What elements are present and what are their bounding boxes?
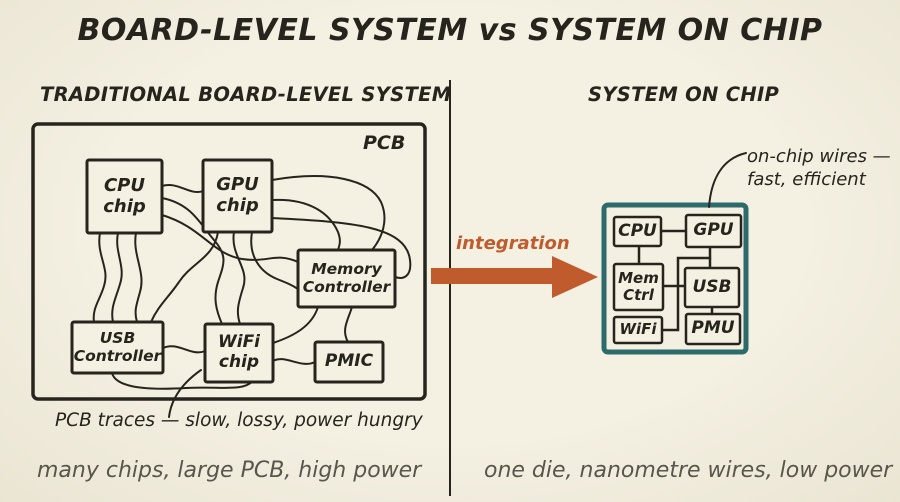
page-title: BOARD-LEVEL SYSTEM vs SYSTEM ON CHIP [77, 13, 823, 48]
memory-controller-box [296, 248, 397, 309]
gpu-chip-box [201, 158, 274, 234]
pmic-box [313, 340, 385, 384]
left-panel-header: TRADITIONAL BOARD-LEVEL SYSTEM [40, 83, 452, 106]
wifi-chip-label: WiFi chip [217, 332, 261, 372]
soc-cpu-label: CPU [618, 220, 657, 241]
onchip-annotation-pointer [708, 152, 747, 208]
integration-arrow [431, 256, 598, 298]
right-panel-header: SYSTEM ON CHIP [588, 83, 780, 106]
pcb-label: PCB [363, 132, 406, 154]
soc-memctrl-box [612, 262, 665, 312]
cpu-chip-box [85, 158, 164, 235]
soc-usb-label: USB [692, 276, 732, 297]
usb-controller-label: USB Controller [73, 328, 162, 365]
soc-pmu-label: PMU [691, 318, 735, 339]
pcb-traces [92, 175, 412, 390]
integration-label: integration [456, 233, 570, 254]
soc-gpu-label: GPU [693, 220, 734, 241]
memory-controller-label: Memory Controller [302, 259, 391, 296]
soc-memctrl-label: Mem Ctrl [618, 268, 659, 304]
soc-pmu-box [684, 312, 742, 346]
left-caption: many chips, large PCB, high power [37, 458, 422, 483]
soc-cpu-box [612, 215, 663, 248]
soc-usb-box [683, 266, 741, 309]
onchip-wires-annotation: on-chip wires — fast, efficient [747, 146, 891, 190]
soc-wifi-box [612, 315, 664, 345]
pmic-label: PMIC [324, 351, 374, 372]
pcb-outline [31, 122, 427, 401]
right-caption: one die, nanometre wires, low power [484, 458, 893, 483]
usb-controller-box [70, 320, 165, 375]
pcb-traces-annotation: PCB traces — slow, lossy, power hungry [55, 410, 423, 431]
soc-wifi-label: WiFi [619, 320, 657, 339]
pcb-chips [70, 158, 397, 384]
trace-annotation-pointer [168, 369, 202, 418]
soc-gpu-box [684, 213, 743, 249]
cpu-chip-label: CPU chip [103, 174, 146, 217]
wifi-chip-box [203, 322, 275, 384]
gpu-chip-label: GPU chip [216, 174, 259, 216]
soc-blocks [612, 213, 743, 346]
